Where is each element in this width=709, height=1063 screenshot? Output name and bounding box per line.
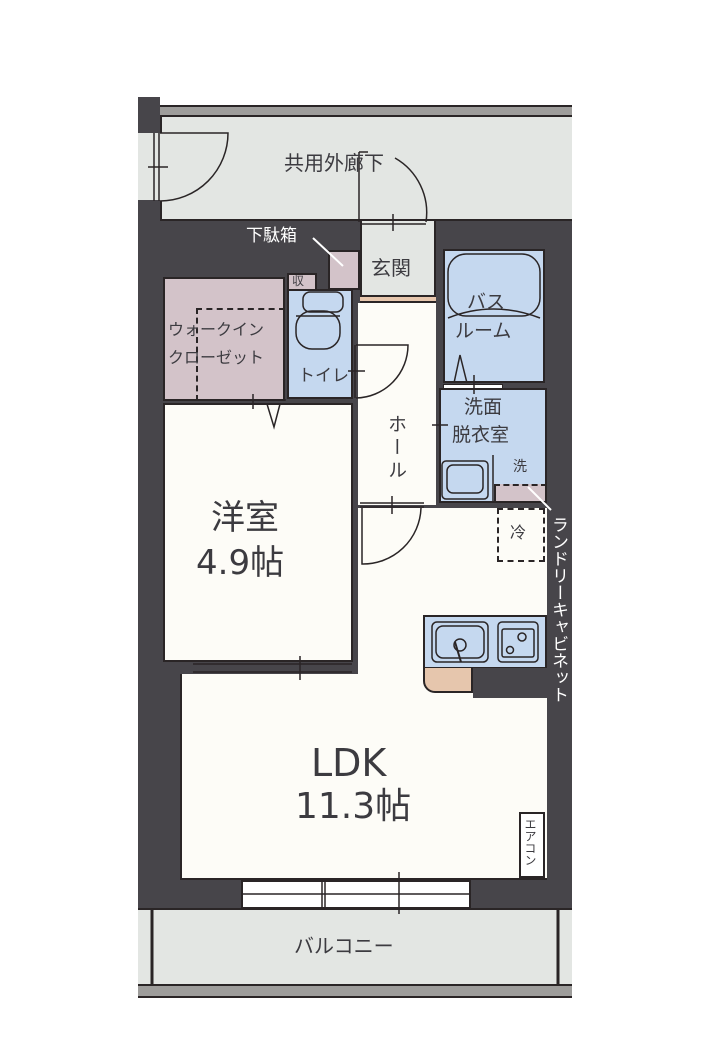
bathroom-label-2: ルーム bbox=[455, 320, 512, 342]
ldk-name: LDK bbox=[311, 741, 387, 785]
fridge-space bbox=[497, 508, 545, 562]
corridor-label: 共用外廊下 bbox=[284, 151, 384, 175]
fridge-label: 冷 bbox=[510, 523, 527, 542]
hall bbox=[358, 303, 436, 505]
washroom-label-2: 脱衣室 bbox=[452, 424, 510, 446]
outer-wall-left-top bbox=[138, 97, 160, 137]
washer-space bbox=[494, 484, 547, 503]
washer-label: 洗 bbox=[513, 459, 527, 475]
washroom-label-1: 洗面 bbox=[464, 396, 503, 418]
balcony bbox=[138, 908, 572, 984]
balcony-bottom-rail bbox=[138, 984, 572, 998]
walk-in-closet bbox=[163, 277, 285, 401]
balcony-label: バルコニー bbox=[294, 934, 394, 958]
kitchen-pillar bbox=[473, 668, 547, 698]
bathroom-label-1: バス bbox=[467, 291, 506, 313]
storage-label: 収 bbox=[292, 274, 305, 288]
aircon-label: エアコン bbox=[523, 818, 537, 866]
closet-dashed-line bbox=[196, 308, 285, 401]
hall-label: ホール bbox=[385, 414, 407, 483]
outer-wall-left-mid bbox=[138, 200, 160, 222]
entrance bbox=[360, 221, 436, 297]
ldk-size: 11.3帖 bbox=[295, 786, 412, 827]
western-room-size: 4.9帖 bbox=[196, 543, 285, 583]
corridor-top-rail bbox=[160, 105, 572, 117]
closet-label-1: ウォークイン bbox=[168, 320, 265, 339]
western-room-name: 洋室 bbox=[211, 498, 279, 538]
closet-label-2: クローゼット bbox=[168, 348, 265, 367]
laundry-cabinet-label: ランドリーキャビネット bbox=[548, 516, 568, 703]
aircon-box bbox=[519, 812, 545, 878]
shoe-box-label: 下駄箱 bbox=[246, 226, 297, 246]
ldk-lower bbox=[180, 674, 547, 880]
toilet-label: トイレ bbox=[298, 366, 349, 386]
counter-corner bbox=[423, 668, 473, 693]
entrance-label: 玄関 bbox=[371, 256, 411, 280]
entrance-step bbox=[360, 295, 436, 303]
